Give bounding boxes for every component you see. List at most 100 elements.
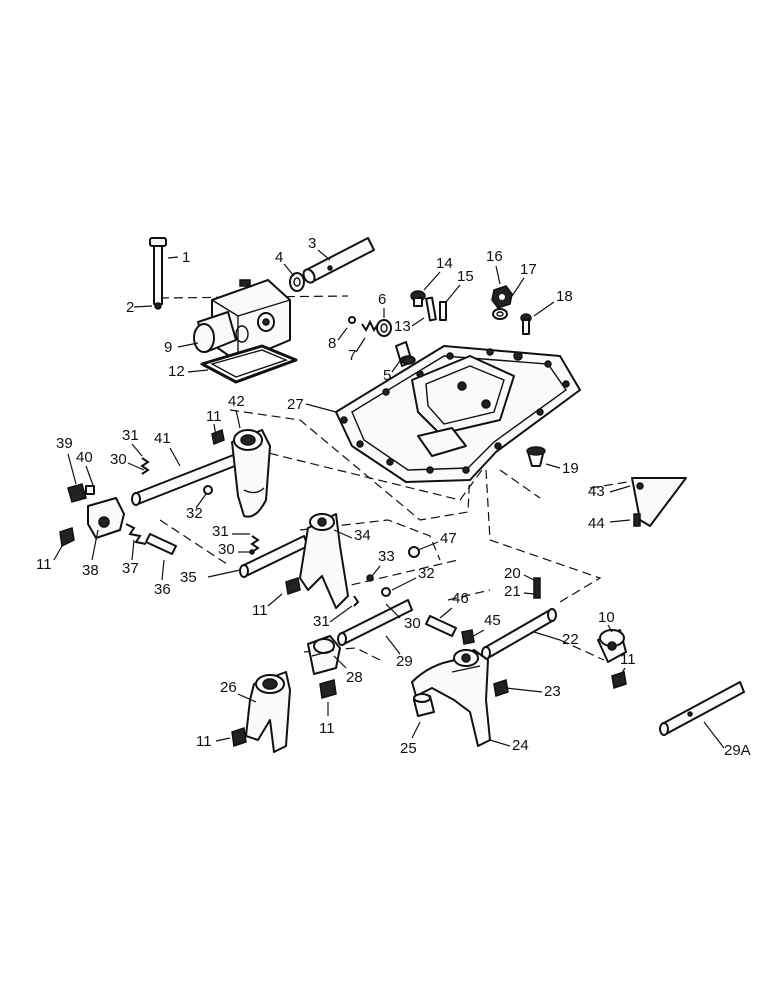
screw-part-11d [319, 679, 337, 699]
callout-number: 29 [396, 653, 413, 670]
callout-c30b: 30 [218, 541, 252, 558]
leader-line [283, 263, 295, 277]
leader-line [187, 369, 209, 373]
spring-part-30b [250, 535, 260, 553]
leader-line [215, 737, 231, 742]
callout-number: 21 [504, 583, 521, 600]
spring-part-30c [353, 595, 360, 607]
callout-c13: 13 [394, 317, 425, 335]
leader-line [385, 635, 401, 655]
callout-c11c: 11 [252, 593, 283, 619]
callout-number: 31 [212, 523, 229, 540]
leader-line [267, 593, 283, 607]
callout-c43: 43 [588, 483, 631, 500]
callout-number: 8 [328, 335, 336, 352]
washer-part-17 [492, 308, 508, 320]
washer-part-4 [289, 272, 305, 292]
spring-part-37 [125, 523, 147, 545]
callout-number: 31 [122, 427, 139, 444]
callout-number: 19 [562, 460, 579, 477]
callout-number: 7 [348, 347, 356, 364]
callout-number: 26 [220, 679, 237, 696]
pin-part-13 [425, 296, 437, 322]
callout-c10: 10 [598, 609, 615, 633]
callout-c31a: 31 [122, 427, 143, 457]
callout-c11e: 11 [196, 733, 231, 750]
callout-number: 31 [313, 613, 330, 630]
callout-c30c: 30 [385, 603, 421, 632]
callout-number: 24 [512, 737, 529, 754]
leader-line [533, 301, 555, 317]
leader-line [545, 463, 561, 469]
bracket-part-43 [631, 477, 687, 527]
screw-part-11b [59, 527, 75, 548]
leader-line [445, 284, 461, 303]
callout-number: 3 [308, 235, 316, 252]
callout-number: 32 [186, 505, 203, 522]
pin-part-15 [439, 301, 447, 321]
rail-part-35 [239, 535, 309, 578]
callout-c14: 14 [423, 255, 453, 291]
callout-c3: 3 [308, 235, 331, 261]
pin-part-46 [425, 615, 457, 637]
bracket-part-10 [597, 629, 627, 663]
leader-line [417, 541, 439, 551]
callout-c35: 35 [180, 569, 241, 586]
screw-part-23 [493, 679, 509, 697]
callout-c40: 40 [76, 449, 95, 489]
callout-c45: 45 [469, 612, 501, 639]
callout-c16: 16 [486, 248, 503, 285]
callout-c27: 27 [287, 396, 337, 413]
screw-part-40 [85, 485, 95, 495]
leader-line [495, 265, 501, 285]
housing-part-9 [193, 279, 291, 363]
callout-number: 29A [724, 742, 751, 759]
callout-c21: 21 [504, 583, 535, 600]
callout-number: 33 [378, 548, 395, 565]
callout-number: 11 [319, 720, 335, 737]
callout-c11b: 11 [36, 545, 63, 573]
callout-number: 35 [180, 569, 197, 586]
callout-c9: 9 [164, 339, 199, 356]
callout-number: 15 [457, 268, 474, 285]
callout-labels: 1234567891011111111111112131415161718192… [36, 235, 751, 759]
callout-number: 11 [36, 556, 52, 573]
rail-part-41 [131, 453, 241, 506]
callout-number: 40 [76, 449, 93, 466]
callout-number: 36 [154, 581, 171, 598]
callout-number: 17 [520, 261, 537, 278]
callout-number: 4 [275, 249, 283, 266]
callout-c18: 18 [533, 288, 573, 317]
leader-line [609, 519, 631, 523]
leader-line [607, 624, 613, 633]
callout-c28: 28 [333, 655, 363, 686]
leader-line [385, 603, 401, 619]
cover-part-27 [335, 345, 581, 483]
leader-line [91, 529, 99, 561]
callout-c29: 29 [385, 635, 413, 670]
ball-part-8 [348, 316, 356, 324]
gasket-part-12 [200, 344, 298, 384]
leader-line [317, 249, 331, 261]
leader-line [511, 277, 525, 297]
leader-line [207, 569, 241, 578]
leader-line [619, 667, 626, 677]
leader-line [411, 721, 421, 739]
callout-number: 46 [452, 590, 469, 607]
callout-number: 37 [122, 560, 139, 577]
pin-part-3 [302, 237, 375, 284]
callout-c26: 26 [220, 679, 257, 703]
leader-line [237, 693, 257, 703]
leader-line [127, 462, 145, 471]
callout-c7: 7 [348, 337, 366, 364]
callout-number: 30 [110, 451, 127, 468]
callout-number: 18 [556, 288, 573, 305]
ball-part-33 [366, 574, 374, 582]
screw-part-11e [231, 727, 247, 747]
callout-c22: 22 [533, 631, 579, 648]
callout-number: 11 [252, 602, 268, 619]
plug-part-14 [410, 290, 426, 307]
ball-part-47 [408, 546, 420, 558]
leader-line [423, 271, 441, 291]
